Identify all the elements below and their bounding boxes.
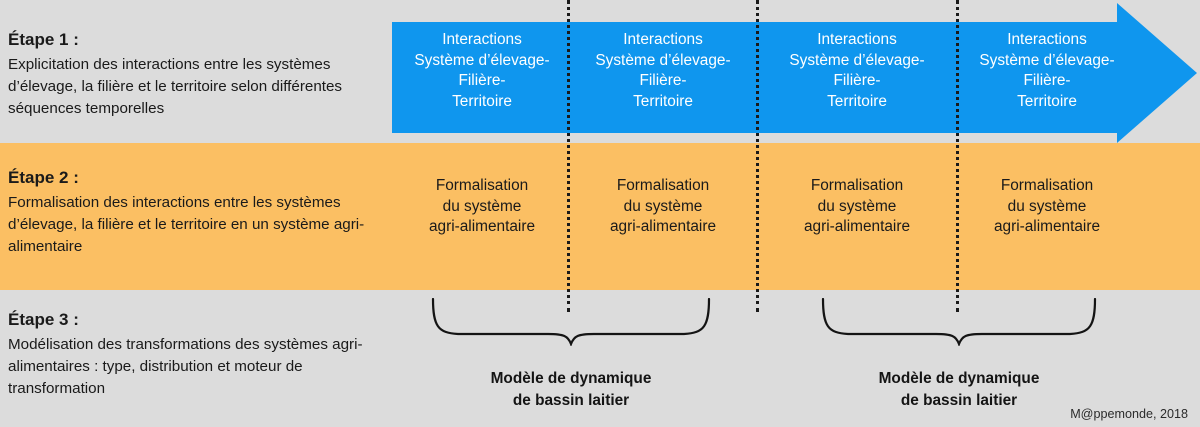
step-2-block: Étape 2 : Formalisation des interactions… <box>8 166 380 259</box>
step-2-description: Formalisation des interactions entre les… <box>8 193 365 256</box>
arrow-right-icon <box>392 3 1197 143</box>
step-1-description: Explicitation des interactions entre les… <box>8 55 343 118</box>
brace-2-icon <box>821 298 1097 346</box>
step-2-title: Étape 2 : <box>8 168 79 187</box>
column-separator-1 <box>567 0 570 312</box>
step-1-block: Étape 1 : Explicitation des interactions… <box>8 28 380 121</box>
step-1-title: Étape 1 : <box>8 30 79 49</box>
column-separator-3 <box>956 0 959 312</box>
column-separator-2 <box>756 0 759 312</box>
step1-blue-arrow <box>392 0 1200 146</box>
brace-1-icon <box>431 298 711 346</box>
step-3-description: Modélisation des transformations des sys… <box>8 335 363 398</box>
credit-text: M@ppemonde, 2018 <box>1070 407 1188 421</box>
step-3-title: Étape 3 : <box>8 310 79 329</box>
step-3-block: Étape 3 : Modélisation des transformatio… <box>8 308 380 401</box>
step2-orange-band <box>0 143 1200 290</box>
